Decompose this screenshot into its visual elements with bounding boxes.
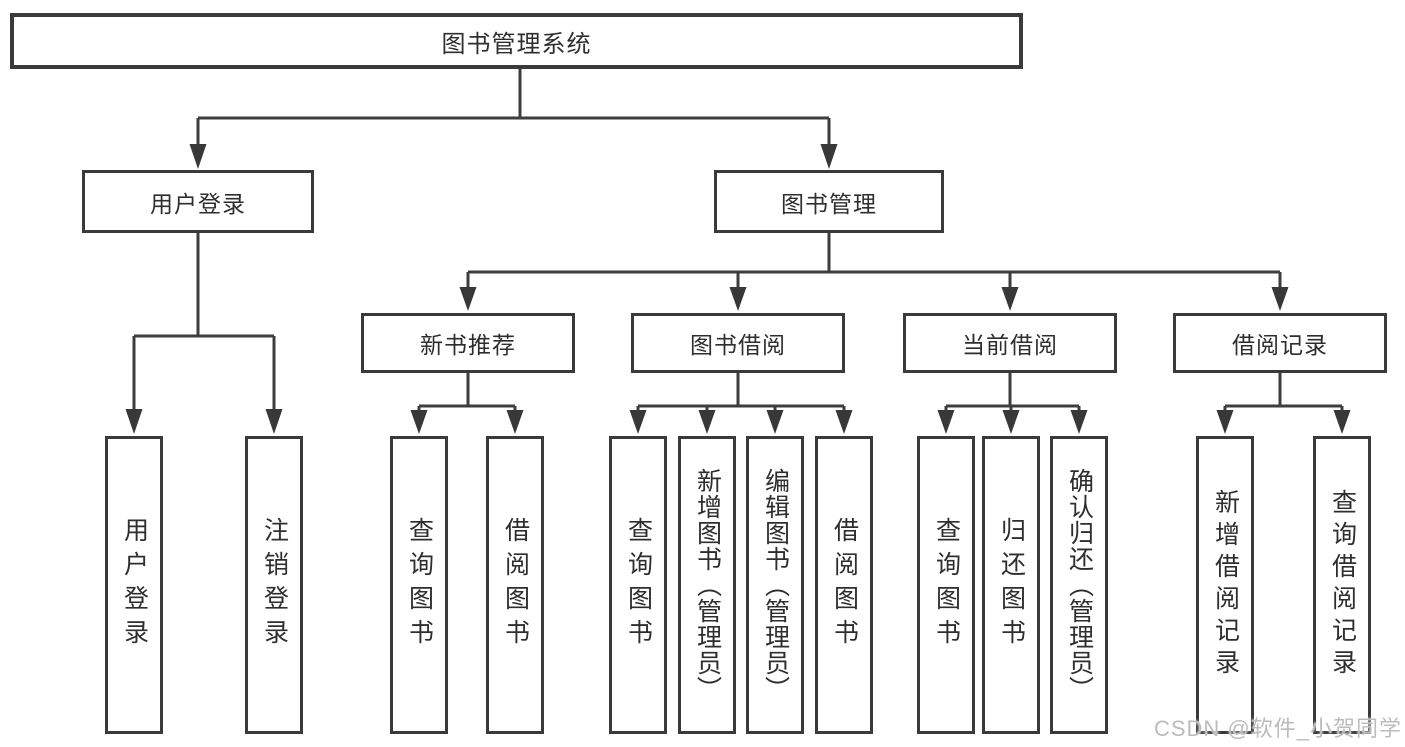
node-borrowing-records: 借阅记录 [1173,313,1387,373]
node-label: 用户登录 [120,517,149,653]
leaf-add-books-admin: 新增图书（管理员） [678,436,736,734]
node-book-management: 图书管理 [714,170,944,233]
node-label: 查询图书 [624,517,653,653]
node-label: 查询借阅记录 [1328,489,1357,681]
leaf-query-books-recommend: 查询图书 [390,436,448,734]
node-label: 借阅记录 [1232,332,1328,358]
node-label: 查询图书 [405,517,434,653]
node-label: 图书管理系统 [441,30,592,58]
node-label: 图书管理 [781,190,877,217]
node-library-management-system: 图书管理系统 [10,13,1023,69]
node-label: 查询图书 [932,517,961,653]
leaf-edit-books-admin: 编辑图书（管理员） [746,436,804,734]
leaf-add-borrow-record: 新增借阅记录 [1196,436,1254,734]
leaf-return-books: 归还图书 [982,436,1040,734]
node-new-book-recommendation: 新书推荐 [361,313,575,373]
node-label: 新增图书（管理员） [693,468,722,702]
node-label: 用户登录 [150,190,246,217]
leaf-borrow-books-recommend: 借阅图书 [486,436,544,734]
leaf-borrow-books-borrowing: 借阅图书 [815,436,873,734]
leaf-query-books-borrowing: 查询图书 [609,436,667,734]
node-user-login: 用户登录 [82,170,314,233]
node-book-borrowing: 图书借阅 [631,313,845,373]
node-label: 注销登录 [260,517,289,653]
connector-lines [132,69,1344,413]
connector-arrowheads [125,144,1351,434]
node-label: 当前借阅 [962,332,1058,358]
leaf-confirm-return-admin: 确认归还（管理员） [1050,436,1108,734]
leaf-logout-login: 注销登录 [245,436,303,734]
node-label: 新书推荐 [420,332,516,358]
node-label: 编辑图书（管理员） [761,468,790,702]
node-label: 图书借阅 [690,332,786,358]
node-current-borrowing: 当前借阅 [903,313,1117,373]
node-label: 借阅图书 [501,517,530,653]
node-label: 归还图书 [997,517,1026,653]
leaf-query-borrow-record: 查询借阅记录 [1313,436,1371,734]
node-label: 新增借阅记录 [1211,489,1240,681]
leaf-query-books-current: 查询图书 [917,436,975,734]
node-label: 确认归还（管理员） [1065,468,1094,702]
csdn-watermark: CSDN @软件_小贺同学 [1153,716,1402,741]
node-label: 借阅图书 [830,517,859,653]
leaf-user-login: 用户登录 [105,436,163,734]
